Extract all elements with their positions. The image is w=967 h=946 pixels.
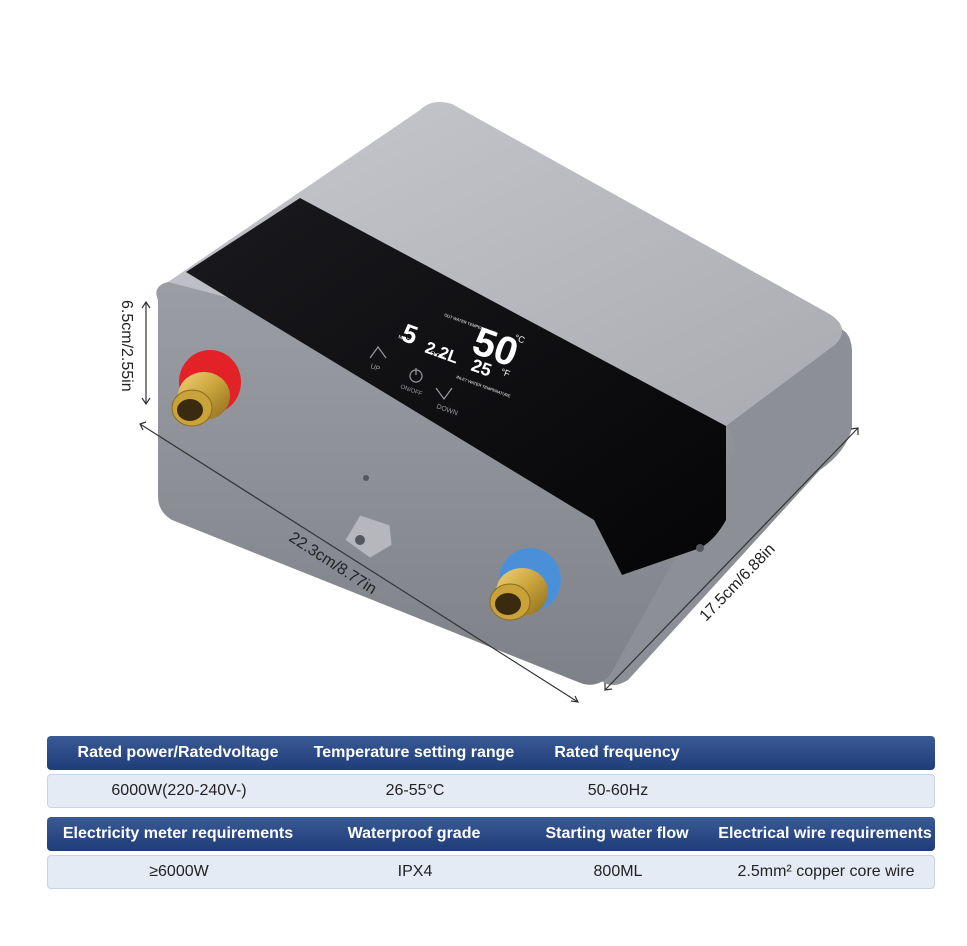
header-rated-frequency: Rated frequency xyxy=(554,744,680,761)
control-screen xyxy=(186,198,726,575)
value-starting-flow: 800ML xyxy=(593,863,643,880)
unit-celsius: °C xyxy=(513,332,526,345)
height-dimension-label: 6.5cm/2.55in xyxy=(118,300,135,392)
value-waterproof-grade: IPX4 xyxy=(397,863,433,880)
header-meter-requirements: Electricity meter requirements xyxy=(62,825,294,842)
value-rated-frequency: 50-60Hz xyxy=(587,782,649,799)
value-rated-power: 6000W(220-240V-) xyxy=(111,782,247,799)
down-arrow-icon[interactable] xyxy=(435,387,453,401)
up-arrow-icon[interactable] xyxy=(369,345,387,359)
header-wire-requirements: Electrical wire requirements xyxy=(718,825,932,842)
header-rated-power: Rated power/Ratedvoltage xyxy=(77,744,279,761)
header-temperature-range: Temperature setting range xyxy=(313,744,515,761)
mounting-bracket xyxy=(344,475,704,559)
spec-table-1: Rated power/Ratedvoltage Temperature set… xyxy=(47,736,935,808)
spec-table-2-header: Electricity meter requirements Waterproo… xyxy=(47,817,935,851)
spec-table-2-values: ≥6000W IPX4 800ML 2.5mm² copper core wir… xyxy=(47,855,935,889)
value-temperature-range: 26-55°C xyxy=(385,782,445,799)
header-waterproof-grade: Waterproof grade xyxy=(347,825,481,842)
label-flow: FLOW xyxy=(429,350,445,361)
header-starting-flow: Starting water flow xyxy=(545,825,689,842)
cold-water-connector xyxy=(489,548,561,621)
product-image: 50 °C 5 2.2L 25 °F MODE FLOW OUT WATER T… xyxy=(118,102,859,703)
dimension-lines xyxy=(139,300,859,703)
value-meter-requirements: ≥6000W xyxy=(149,863,209,880)
spec-table-1-header: Rated power/Ratedvoltage Temperature set… xyxy=(47,736,935,770)
spec-table-1-values: 6000W(220-240V-) 26-55°C 50-60Hz xyxy=(47,774,935,808)
value-wire-requirements: 2.5mm² copper core wire xyxy=(737,863,915,880)
spec-table-2: Electricity meter requirements Waterproo… xyxy=(47,817,935,889)
label-mode: MODE xyxy=(397,334,414,345)
unit-fahrenheit: °F xyxy=(499,366,511,379)
hot-water-connector xyxy=(171,350,241,427)
up-button-label: UP xyxy=(369,363,381,373)
